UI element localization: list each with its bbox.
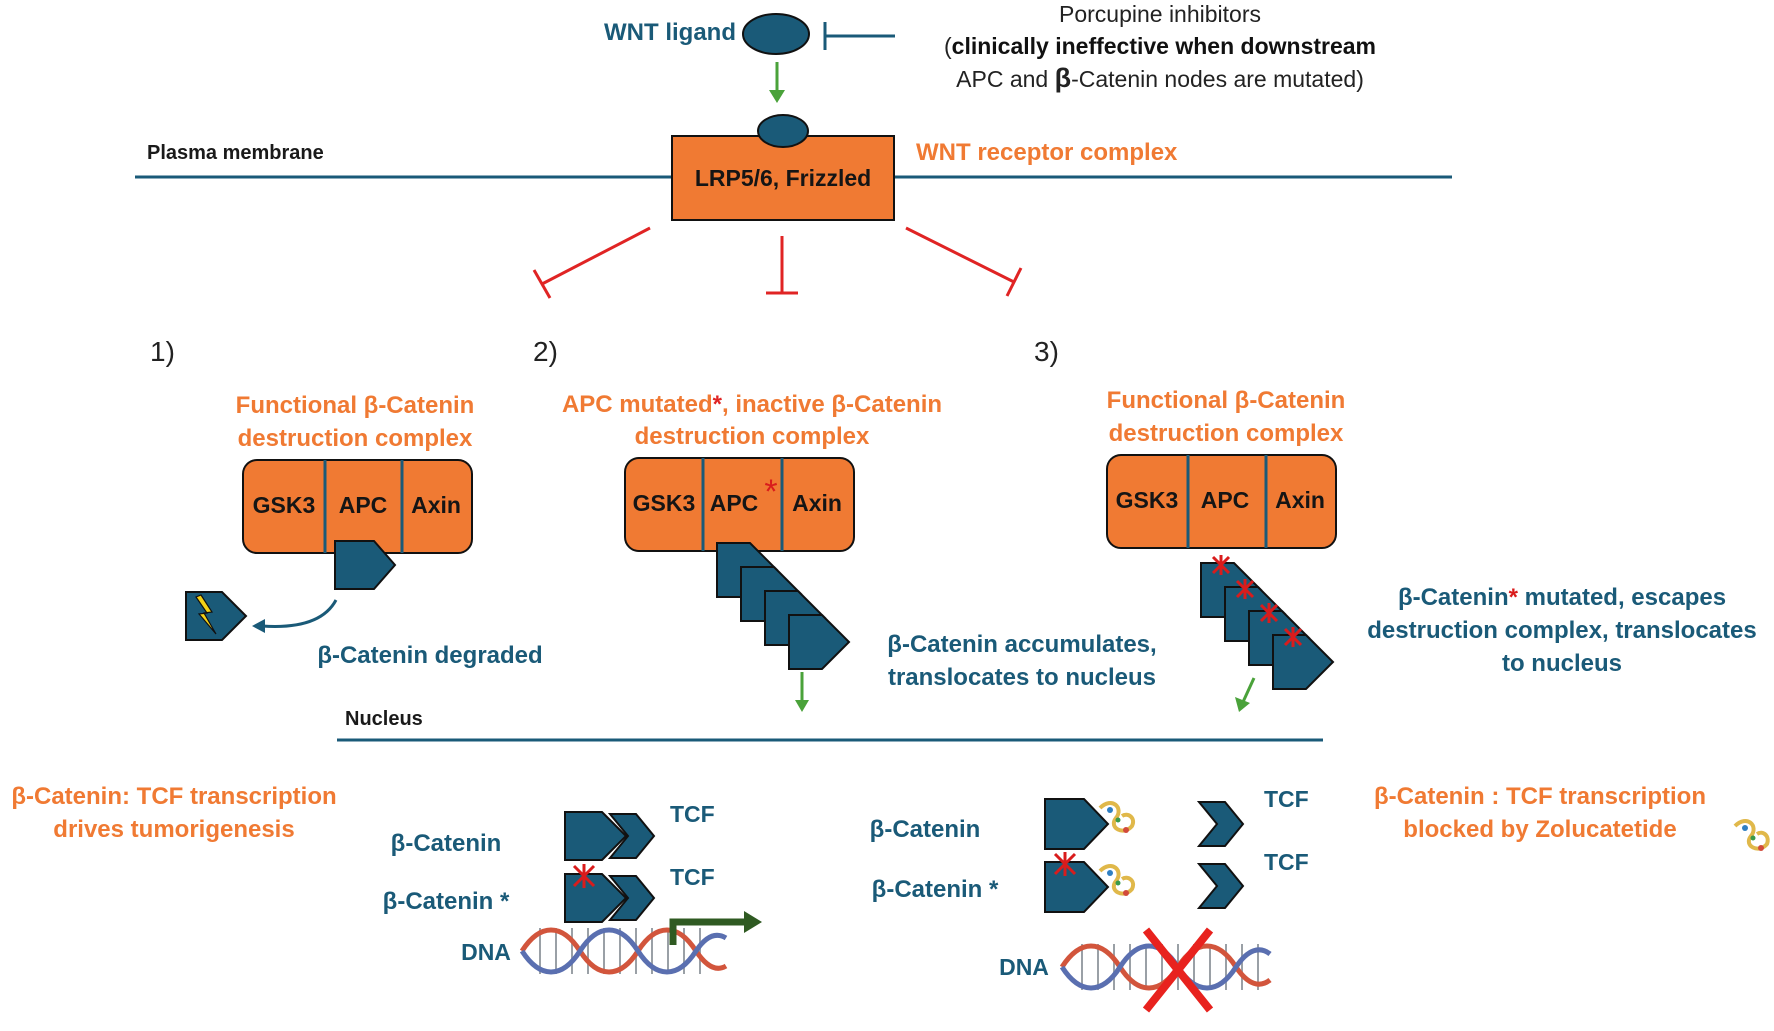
receptor-bound-ligand — [757, 114, 809, 148]
left-beta-catenin-label: β-Catenin — [391, 830, 502, 857]
left-tcf-label-1: TCF — [670, 801, 715, 827]
left-title1: β-Catenin: TCF transcription — [11, 783, 336, 810]
zolucatetide-peptide-1 — [1098, 801, 1135, 833]
panel3-destruction-complex — [1106, 454, 1337, 549]
panel1-bound-beta-catenin — [334, 540, 397, 590]
right-tcf — [1198, 801, 1244, 847]
blocked-transcription-x-icon — [1142, 927, 1214, 1013]
panel2-title2: destruction complex — [635, 423, 870, 450]
left-dna-label: DNA — [461, 939, 511, 965]
nucleus-label: Nucleus — [345, 708, 423, 730]
wnt-ligand-shape — [742, 13, 810, 55]
porcupine-line2: (clinically ineffective when downstream — [944, 33, 1376, 59]
left-tcf-label-2: TCF — [670, 864, 715, 890]
panel2-apc-mutation-star: * — [764, 473, 777, 511]
panel1-title1: Functional β-Catenin — [236, 392, 475, 419]
plasma-membrane-label: Plasma membrane — [147, 142, 324, 164]
panel3-title2: destruction complex — [1109, 420, 1344, 447]
porcupine-bold-text: clinically ineffective when downstream — [952, 33, 1376, 59]
zolucatetide-peptide-legend — [1733, 819, 1770, 851]
inhibition-bar-left — [532, 269, 552, 299]
panel2-cell-gsk3: GSK3 — [633, 490, 696, 516]
right-tcf-mutant — [1198, 863, 1244, 909]
panel3-mutation-marks — [1211, 555, 1303, 647]
porcupine-line3-post: -Catenin nodes are mutated) — [1071, 66, 1364, 92]
panel2-beta-catenin-4 — [788, 614, 851, 670]
porcupine-line3-pre: APC and — [956, 66, 1054, 92]
panel2-cell-apc: APC — [710, 490, 759, 516]
porcupine-line1: Porcupine inhibitors — [1059, 1, 1261, 27]
right-tcf-label-2: TCF — [1264, 849, 1309, 875]
panel1-number: 1) — [150, 336, 175, 367]
left-beta-catenin — [564, 811, 628, 861]
panel3-to-nucleus-arrow — [1241, 677, 1256, 703]
right-title1: β-Catenin : TCF transcription — [1374, 783, 1706, 810]
panel1-cell-apc: APC — [339, 492, 388, 518]
right-mutation-mark — [1053, 852, 1077, 876]
transcription-arrow — [669, 918, 748, 945]
left-mutation-mark — [572, 864, 596, 888]
panel3-beta-catenin-4 — [1272, 634, 1335, 690]
right-beta-catenin-label: β-Catenin — [870, 816, 981, 843]
panel1-degradation-arrowhead — [252, 619, 265, 633]
panel1-title2: destruction complex — [238, 425, 473, 452]
panel3-caption1-post: mutated, escapes — [1518, 584, 1726, 611]
panel3-caption3: to nucleus — [1502, 650, 1622, 677]
left-dna-helix — [519, 927, 728, 975]
left-title2: drives tumorigenesis — [53, 816, 294, 843]
receptor-box-label: LRP5/6, Frizzled — [695, 165, 871, 191]
left-beta-catenin-mutant — [564, 873, 628, 923]
right-beta-catenin-mutant — [1044, 861, 1110, 913]
porcupine-open-paren: ( — [944, 33, 952, 59]
panel2-number: 2) — [533, 336, 558, 367]
panel1-caption: β-Catenin degraded — [317, 642, 542, 669]
transcription-arrowhead — [744, 911, 762, 933]
right-beta-catenin-star-label: β-Catenin * — [872, 876, 999, 903]
panel2-cell-axin: Axin — [792, 490, 842, 516]
panel1-cell-axin: Axin — [411, 492, 461, 518]
right-title2: blocked by Zolucatetide — [1403, 816, 1676, 843]
inhibition-line-left — [541, 226, 651, 286]
panel3-title1: Functional β-Catenin — [1107, 387, 1346, 414]
receptor-box — [671, 135, 895, 221]
wnt-ligand-label: WNT ligand — [604, 19, 736, 46]
ligand-to-receptor-arrowhead — [769, 90, 785, 103]
right-dna-label: DNA — [999, 954, 1049, 980]
lightning-icon — [195, 594, 217, 635]
panel3-caption1-star: * — [1509, 584, 1519, 611]
panel2-title1: APC mutated*, inactive β-Catenin — [562, 391, 942, 418]
panel3-to-nucleus-arrowhead — [1235, 697, 1250, 712]
panel1-degradation-arrow — [261, 599, 338, 628]
zolucatetide-peptide-2 — [1098, 864, 1135, 896]
panel3-caption1-pre: β-Catenin — [1398, 584, 1509, 611]
porcupine-line3: APC and β-Catenin nodes are mutated) — [956, 63, 1364, 93]
panel2-caption1: β-Catenin accumulates, — [887, 631, 1156, 658]
panel2-caption2: translocates to nucleus — [888, 664, 1156, 691]
receptor-complex-label: WNT receptor complex — [916, 139, 1178, 166]
panel2-title1-pre: APC mutated — [562, 391, 713, 418]
right-tcf-label-1: TCF — [1264, 786, 1309, 812]
panel1-cell-gsk3: GSK3 — [253, 492, 316, 518]
right-beta-catenin — [1044, 798, 1110, 850]
left-beta-catenin-star-label: β-Catenin * — [383, 888, 510, 915]
panel3-caption2: destruction complex, translocates — [1367, 617, 1756, 644]
panel3-number: 3) — [1034, 336, 1059, 367]
panel3-caption1: β-Catenin* mutated, escapes — [1398, 584, 1726, 611]
inhibition-line-right — [905, 226, 1015, 284]
panel3-cell-axin: Axin — [1275, 487, 1325, 513]
panel3-cell-apc: APC — [1201, 487, 1250, 513]
panel2-to-nucleus-arrowhead — [795, 700, 809, 712]
panel3-cell-gsk3: GSK3 — [1116, 487, 1179, 513]
panel2-title1-star: * — [713, 391, 723, 418]
porcupine-line3-beta: β — [1055, 63, 1071, 93]
inhibition-bar-right — [1005, 267, 1023, 297]
panel2-title1-post: , inactive β-Catenin — [722, 391, 942, 418]
